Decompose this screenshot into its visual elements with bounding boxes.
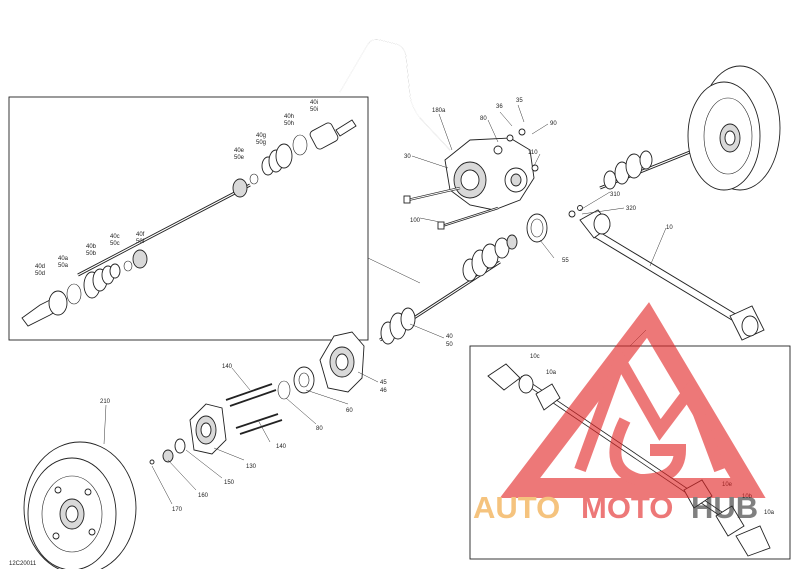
rear-wheel-right (687, 65, 781, 191)
propeller-shaft (568, 205, 765, 341)
callout-50: 50 (446, 342, 453, 348)
wheel-rim-210 (23, 441, 137, 569)
callout-40b: 40b (86, 244, 97, 250)
inset-boot-left (83, 263, 121, 299)
callout-35: 35 (516, 98, 523, 104)
leader-lines (103, 104, 667, 505)
callout-46: 46 (380, 388, 387, 394)
callout-50f: 50f (136, 239, 145, 245)
callout-40g: 40g (256, 133, 266, 139)
callout-130: 130 (246, 464, 257, 470)
callout-50c: 50c (110, 241, 120, 247)
retaining-ring-80 (277, 380, 291, 400)
wheel-hub-130 (189, 403, 227, 455)
callout-50e: 50e (234, 155, 245, 161)
callout-40c: 40c (110, 234, 120, 240)
callout-160: 160 (198, 493, 209, 499)
diagram-code: 12C20011 (9, 561, 37, 567)
callout-110: 110 (528, 150, 538, 156)
callout-50b: 50b (86, 251, 97, 257)
callout-80-upper: 80 (480, 116, 487, 122)
callout-30: 30 (404, 154, 411, 160)
cotter-pin-170 (149, 459, 155, 465)
callout-60: 60 (346, 408, 353, 414)
callout-320: 320 (626, 206, 637, 212)
differential-bolts (403, 186, 499, 230)
watermark-auto: AUTO (473, 490, 560, 525)
callout-45: 45 (380, 380, 387, 386)
oil-seal-55 (526, 213, 548, 243)
callout-210: 210 (100, 399, 111, 405)
callout-40: 40 (446, 334, 453, 340)
wheel-bearing-60 (293, 366, 315, 394)
callout-50d: 50d (35, 271, 45, 277)
breather-tube (339, 39, 451, 151)
callout-180a: 180a (432, 108, 446, 114)
wheel-knuckle (319, 331, 365, 393)
callout-10: 10 (666, 225, 673, 231)
left-cv-shaft (379, 234, 518, 345)
wheel-studs (225, 383, 283, 435)
inset-cv-shaft-detail: 40d 50d 40a 50a 40b 50b 40c 50c 40e 50e … (8, 96, 421, 341)
inset-boot-right (261, 143, 293, 176)
callout-40a: 40a (58, 256, 69, 262)
washer-160 (162, 449, 174, 463)
callout-140-lower: 140 (276, 444, 287, 450)
callout-40d: 40d (35, 264, 45, 270)
callout-100: 100 (410, 218, 421, 224)
automotohub-watermark: AUTO MOTO HUB (473, 302, 766, 525)
callout-40h: 40h (284, 114, 294, 120)
callout-labels: 180a 36 35 80 90 30 110 100 310 320 10 5… (9, 98, 673, 567)
callout-150: 150 (224, 480, 235, 486)
callout-170: 170 (172, 507, 183, 513)
callout-40f: 40f (136, 232, 145, 238)
rear-differential (444, 128, 539, 211)
callout-50a: 50a (58, 263, 69, 269)
callout-10c: 10c (530, 354, 540, 360)
callout-310: 310 (610, 192, 621, 198)
hub-nut-150 (174, 438, 186, 454)
watermark-moto: MOTO (581, 490, 673, 525)
callout-50h: 50h (284, 121, 294, 127)
callout-10a-lower: 10a (764, 510, 775, 516)
callout-50g: 50g (256, 140, 266, 146)
callout-80-lower: 80 (316, 426, 323, 432)
callout-40e: 40e (234, 148, 245, 154)
callout-10a: 10a (546, 370, 557, 376)
callout-50i: 50i (310, 107, 318, 113)
callout-90: 90 (550, 121, 557, 127)
callout-40i: 40i (310, 100, 318, 106)
callout-140-upper: 140 (222, 364, 233, 370)
callout-36: 36 (496, 104, 503, 110)
watermark-hub: HUB (691, 490, 758, 525)
callout-55: 55 (562, 258, 569, 264)
